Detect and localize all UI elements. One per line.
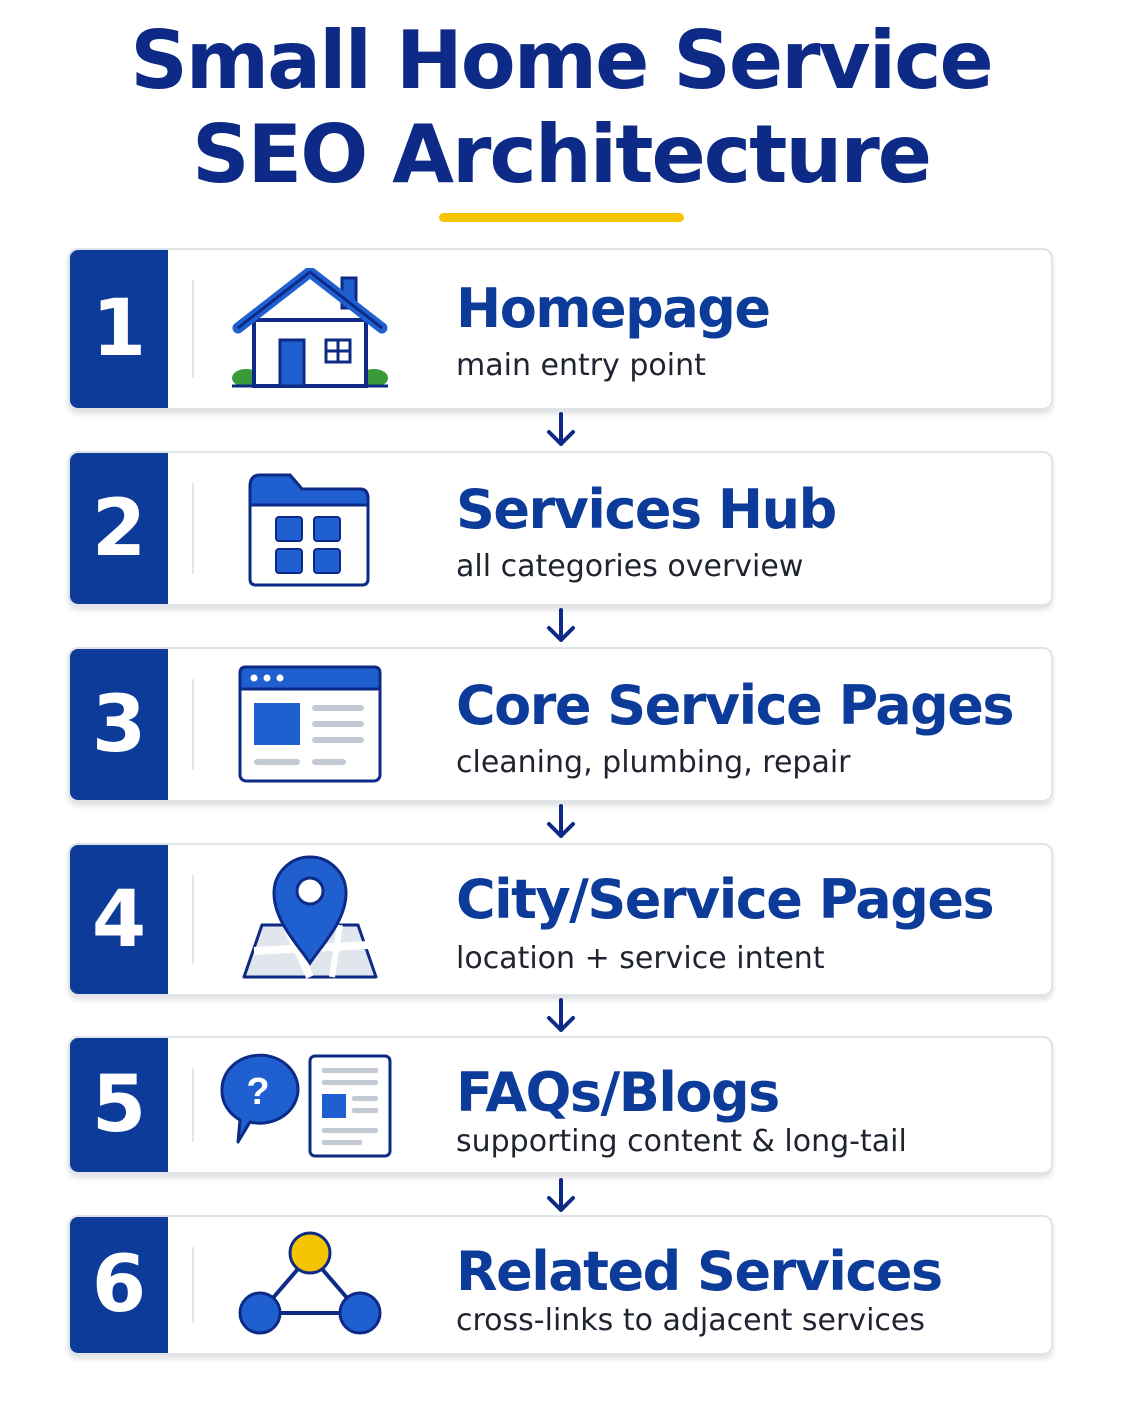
arrow-down-icon xyxy=(547,804,575,838)
step-heading: Services Hub xyxy=(456,478,837,541)
faq-document-icon: ? xyxy=(220,1053,392,1158)
card-divider xyxy=(192,483,194,574)
step-heading: Related Services xyxy=(456,1240,943,1303)
folder-grid-icon xyxy=(248,473,370,587)
arrow-down-icon xyxy=(547,412,575,446)
step-card-related-services: 6 Related Services cross-links to adjace… xyxy=(68,1215,1053,1355)
title-line-1: Small Home Service xyxy=(130,14,994,107)
house-icon xyxy=(232,268,388,388)
arrow-down-icon xyxy=(547,608,575,642)
card-divider xyxy=(192,1247,194,1323)
step-subtitle: cross-links to adjacent services xyxy=(456,1303,925,1338)
step-heading: FAQs/Blogs xyxy=(456,1061,780,1124)
step-subtitle: cleaning, plumbing, repair xyxy=(456,745,851,780)
step-card-city-service-pages: 4 City/Service Pages location + service … xyxy=(68,843,1053,996)
svg-text:?: ? xyxy=(246,1071,269,1113)
page-title: Small Home Service SEO Architecture xyxy=(0,14,1122,202)
arrow-down-icon xyxy=(547,998,575,1032)
card-divider xyxy=(192,280,194,378)
title-line-2: SEO Architecture xyxy=(191,108,932,201)
map-pin-icon xyxy=(242,855,378,979)
step-number: 4 xyxy=(70,845,168,994)
step-subtitle: all categories overview xyxy=(456,549,804,584)
arrow-down-icon xyxy=(547,1178,575,1212)
title-underline xyxy=(439,213,684,222)
step-heading: Core Service Pages xyxy=(456,674,1015,737)
browser-page-icon xyxy=(238,665,382,783)
step-number: 3 xyxy=(70,649,168,800)
step-number: 5 xyxy=(70,1038,168,1172)
step-number: 6 xyxy=(70,1217,168,1353)
step-number: 2 xyxy=(70,453,168,604)
step-subtitle: supporting content & long-tail xyxy=(456,1124,907,1159)
step-subtitle: location + service intent xyxy=(456,941,825,976)
card-divider xyxy=(192,875,194,964)
card-divider xyxy=(192,679,194,770)
step-subtitle: main entry point xyxy=(456,348,706,383)
step-heading: Homepage xyxy=(456,277,771,340)
step-card-services-hub: 2 Services Hub all categories overview xyxy=(68,451,1053,606)
step-card-core-service-pages: 3 Core Service Pages cleaning, plumbing,… xyxy=(68,647,1053,802)
step-heading: City/Service Pages xyxy=(456,868,995,931)
network-triangle-icon xyxy=(238,1231,382,1335)
card-divider xyxy=(192,1068,194,1142)
step-card-faqs-blogs: 5 ? FAQs/Blogs supporting content & long… xyxy=(68,1036,1053,1174)
step-number: 1 xyxy=(70,250,168,408)
step-card-homepage: 1 Homepage main entry point xyxy=(68,248,1053,410)
